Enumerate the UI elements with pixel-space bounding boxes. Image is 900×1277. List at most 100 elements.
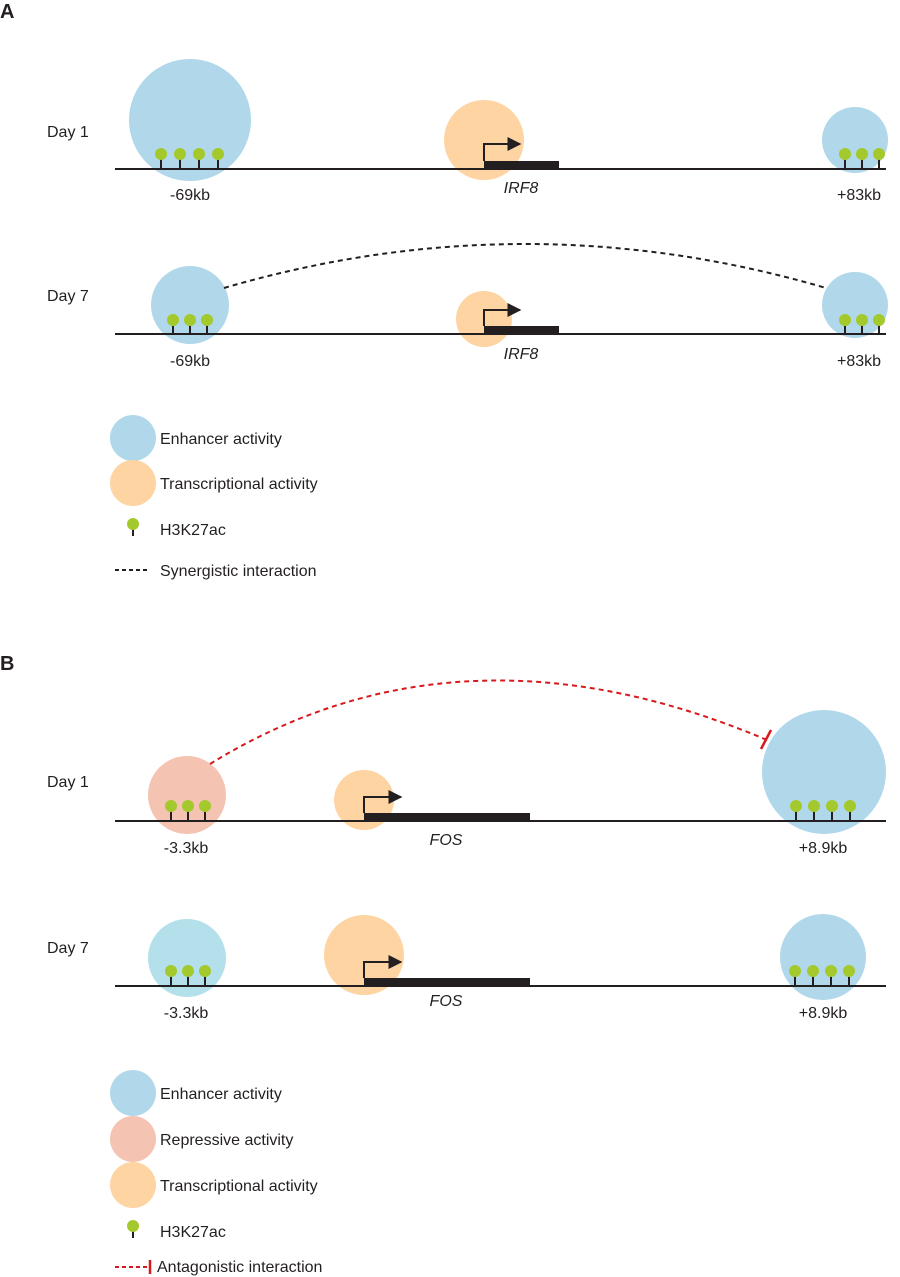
h3k27ac-mark-icon <box>790 800 802 821</box>
h3k27ac-marks-right <box>839 148 885 169</box>
h3k27ac-mark-icon <box>174 148 186 169</box>
h3k27ac-mark-icon <box>193 148 205 169</box>
h3k27ac-mark-icon <box>873 148 885 169</box>
h3k27ac-marks-right <box>789 965 855 986</box>
gene-label: IRF8 <box>504 346 539 363</box>
repressive-circle-left <box>148 756 226 834</box>
h3k27ac-mark-icon <box>839 148 851 169</box>
legend-label: Enhancer activity <box>160 1086 282 1103</box>
enhancer-circle-right <box>822 272 888 338</box>
h3k27ac-mark-icon <box>182 965 194 986</box>
gene-label: FOS <box>430 832 463 849</box>
h3k27ac-mark-icon <box>165 800 177 821</box>
legend-item: Antagonistic interaction <box>115 1259 322 1276</box>
site-label-right: +83kb <box>837 353 881 370</box>
promoter-activity-circle <box>324 915 404 995</box>
h3k27ac-mark-icon <box>182 800 194 821</box>
enhancer-circle-left <box>148 919 226 997</box>
gene-body <box>483 303 559 334</box>
h3k27ac-marks-left <box>167 314 213 334</box>
site-label-right: +8.9kb <box>799 1005 848 1022</box>
legend-item: H3K27ac <box>127 518 226 539</box>
panel-b: B Day 1 <box>0 653 886 1276</box>
legend-label: H3K27ac <box>160 522 226 539</box>
panel-a-day1-row: Day 1 -69kb IRF8 +83kb <box>47 59 888 204</box>
transcription-circle-icon <box>110 1162 156 1208</box>
gene-body <box>363 790 530 821</box>
site-label-right: +83kb <box>837 187 881 204</box>
legend-label: Enhancer activity <box>160 431 282 448</box>
h3k27ac-mark-icon <box>201 314 213 334</box>
h3k27ac-mark-icon <box>839 314 851 334</box>
h3k27ac-mark-icon <box>199 965 211 986</box>
enhancer-circle-right <box>780 914 866 1000</box>
h3k27ac-marks-right <box>790 800 856 821</box>
h3k27ac-mark-icon <box>856 148 868 169</box>
tss-arrow-icon <box>363 955 403 978</box>
h3k27ac-mark-icon <box>199 800 211 821</box>
panel-a: A Day 1 -69kb IRF8 <box>0 1 888 580</box>
row-day-label: Day 1 <box>47 124 89 141</box>
red-dashed-inhibition-icon <box>115 1260 152 1274</box>
panel-a-legend: Enhancer activity Transcriptional activi… <box>110 415 318 580</box>
gene-label: FOS <box>430 993 463 1010</box>
enhancer-circle-icon <box>110 415 156 461</box>
h3k27ac-mark-icon <box>873 314 885 334</box>
h3k27ac-mark-icon <box>127 518 139 536</box>
h3k27ac-mark-icon <box>184 314 196 334</box>
synergistic-interaction-arc <box>223 243 827 289</box>
h3k27ac-marks-left <box>155 148 224 169</box>
panel-a-label: A <box>0 1 14 23</box>
legend-item: Transcriptional activity <box>110 1162 318 1208</box>
h3k27ac-mark-icon <box>789 965 801 986</box>
h3k27ac-mark-icon <box>212 148 224 169</box>
h3k27ac-mark-icon <box>165 965 177 986</box>
row-day-label: Day 1 <box>47 774 89 791</box>
h3k27ac-mark-icon <box>856 314 868 334</box>
h3k27ac-mark-icon <box>808 800 820 821</box>
panel-b-day1-row: Day 1 -3.3k <box>47 679 886 857</box>
panel-a-day7-row: Day 7 -69kb IRF8 +83kb <box>47 243 888 370</box>
enhancer-circle-icon <box>110 1070 156 1116</box>
transcription-circle-icon <box>110 460 156 506</box>
legend-label: Antagonistic interaction <box>157 1259 322 1276</box>
repressive-circle-icon <box>110 1116 156 1162</box>
tss-arrow-icon <box>363 790 403 813</box>
h3k27ac-mark-icon <box>167 314 179 334</box>
h3k27ac-mark-icon <box>826 800 838 821</box>
panel-b-legend: Enhancer activity Repressive activity Tr… <box>110 1070 322 1276</box>
panel-b-label: B <box>0 653 14 675</box>
h3k27ac-marks-left <box>165 965 211 986</box>
legend-item: Enhancer activity <box>110 1070 282 1116</box>
legend-label: Transcriptional activity <box>160 1178 318 1195</box>
row-day-label: Day 7 <box>47 288 89 305</box>
legend-item: Enhancer activity <box>110 415 282 461</box>
h3k27ac-mark-icon <box>843 965 855 986</box>
site-label-left: -69kb <box>170 353 210 370</box>
legend-item: Repressive activity <box>110 1116 293 1162</box>
gene-body <box>363 955 530 986</box>
legend-label: Repressive activity <box>160 1132 293 1149</box>
h3k27ac-mark-icon <box>155 148 167 169</box>
legend-label: Transcriptional activity <box>160 476 318 493</box>
h3k27ac-mark-icon <box>807 965 819 986</box>
enhancer-circle-left <box>129 59 251 181</box>
h3k27ac-marks-right <box>839 314 885 334</box>
site-label-right: +8.9kb <box>799 840 848 857</box>
legend-item: H3K27ac <box>127 1220 226 1241</box>
site-label-left: -69kb <box>170 187 210 204</box>
h3k27ac-marks-left <box>165 800 211 821</box>
gene-label: IRF8 <box>504 180 539 197</box>
h3k27ac-mark-icon <box>844 800 856 821</box>
antagonistic-interaction-arc <box>209 679 773 765</box>
site-label-left: -3.3kb <box>164 1005 209 1022</box>
h3k27ac-mark-icon <box>127 1220 139 1238</box>
gene-body <box>483 137 559 169</box>
tss-arrow-icon <box>483 303 522 326</box>
legend-label: H3K27ac <box>160 1224 226 1241</box>
inhibition-bar-icon <box>759 729 773 750</box>
site-label-left: -3.3kb <box>164 840 209 857</box>
legend-item: Transcriptional activity <box>110 460 318 506</box>
